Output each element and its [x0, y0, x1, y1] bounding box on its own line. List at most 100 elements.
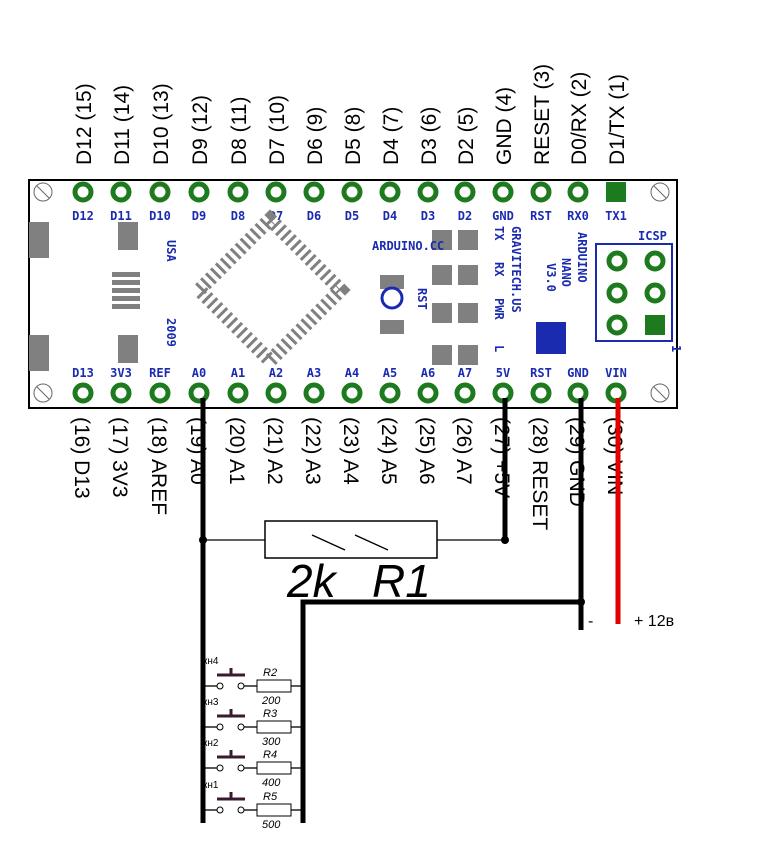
- pin-pad: [265, 382, 287, 404]
- mount-hole: [650, 383, 670, 403]
- top-pin-label: D3 (6): [418, 107, 441, 165]
- silk-maker: GRAVITECH.US: [509, 226, 523, 313]
- resistor: [256, 803, 292, 817]
- silk-bottom: A1: [231, 366, 245, 380]
- silk-usa: USA: [164, 240, 178, 262]
- resistor-name: R3: [263, 708, 278, 720]
- pin-pad: [341, 181, 363, 203]
- bottom-pin-label: (25) A6: [415, 417, 438, 485]
- resistor: [256, 679, 292, 693]
- smd-part: [458, 345, 478, 365]
- pin-pad: [530, 181, 552, 203]
- resistor-name: R2: [263, 667, 277, 679]
- pin-pad: [530, 382, 552, 404]
- bottom-pin-label: (24) A5: [377, 417, 400, 485]
- usb-pin: [112, 296, 140, 301]
- pin-pad: [227, 382, 249, 404]
- plus-12v-label: + 12в: [634, 613, 674, 630]
- usb-pin: [112, 280, 140, 285]
- silk-l: L: [492, 345, 506, 352]
- silk-top: D10: [149, 209, 171, 223]
- button-label: кн2: [203, 738, 219, 749]
- silk-top: GND: [492, 209, 514, 223]
- smd-part: [458, 303, 478, 323]
- bottom-pin-label: (23) A4: [339, 417, 362, 485]
- icsp-pad: [606, 282, 628, 304]
- pin-pad: [567, 181, 589, 203]
- silk-bottom: GND: [567, 366, 589, 380]
- silk-top: D6: [307, 209, 321, 223]
- mount-hole: [33, 383, 53, 403]
- silk-top: D11: [110, 209, 132, 223]
- top-pin-label: D0/RX (2): [568, 72, 591, 165]
- r1-value: 2k: [286, 555, 338, 607]
- bottom-pin-label: (16) D13: [70, 417, 93, 499]
- resistor-value: 300: [262, 736, 281, 748]
- top-pin-label: D9 (12): [189, 95, 212, 165]
- smd-part: [29, 222, 49, 258]
- silk-top: TX1: [605, 209, 627, 223]
- icsp-pad: [644, 282, 666, 304]
- r1-label: R1: [372, 555, 431, 607]
- pin-pad: [227, 181, 249, 203]
- pin-pad: [110, 181, 132, 203]
- pin-pad: [492, 181, 514, 203]
- button-label: кн3: [203, 697, 219, 708]
- silk-tx: TX: [492, 226, 506, 241]
- mcu-chip: [189, 209, 351, 371]
- pin-pad: [188, 382, 210, 404]
- silk-bottom: A3: [307, 366, 321, 380]
- bottom-pin-label: (18) AREF: [147, 417, 170, 515]
- pin-pad: [188, 181, 210, 203]
- pin-pad: [265, 181, 287, 203]
- bottom-pin-label: (26) A7: [452, 417, 475, 485]
- smd-part: [29, 335, 49, 371]
- pin-pad: [303, 181, 325, 203]
- pin-pad: [341, 382, 363, 404]
- bottom-pin-label: (30) VIN: [603, 417, 626, 495]
- top-pin-label: GND (4): [493, 87, 516, 165]
- icsp-pad: [606, 314, 628, 336]
- silk-year: 2009: [164, 318, 178, 347]
- bottom-pin-label: (27) +5V: [490, 417, 513, 498]
- reset-button: [380, 286, 404, 310]
- icsp-pad-square: [645, 315, 665, 335]
- board-outline: [28, 179, 678, 409]
- silk-top: D3: [421, 209, 435, 223]
- silk-bottom: A4: [345, 366, 359, 380]
- bottom-pin-label: (20) A1: [225, 417, 248, 485]
- resistor-value: 200: [261, 695, 281, 707]
- top-pin-label: D2 (5): [455, 107, 478, 165]
- pin-pad: [72, 382, 94, 404]
- mount-hole: [33, 182, 53, 202]
- silk-top: D5: [345, 209, 359, 223]
- button-label: кн4: [203, 656, 219, 667]
- silk-top: D12: [72, 209, 94, 223]
- silk-bottom: D13: [72, 366, 94, 380]
- resistor-r1: [264, 520, 438, 559]
- silk-ver: V3.0: [544, 263, 558, 292]
- usb-pin: [112, 304, 140, 309]
- smd-part: [432, 265, 452, 285]
- top-pin-label: D7 (10): [266, 95, 289, 165]
- bottom-pin-label: (19) A0: [186, 417, 209, 485]
- pin-pad: [72, 181, 94, 203]
- pin-pad-square: [606, 182, 626, 202]
- usb-pin: [112, 288, 140, 293]
- resistor-name: R4: [263, 749, 277, 761]
- top-pin-label: D10 (13): [150, 83, 173, 165]
- bottom-pin-label: (29) GND: [565, 417, 588, 507]
- silk-bottom: A7: [458, 366, 472, 380]
- top-pin-label: D1/TX (1): [606, 74, 629, 165]
- silk-top: D9: [192, 209, 206, 223]
- bottom-pin-label: (28) RESET: [528, 417, 551, 530]
- silk-bottom: VIN: [605, 366, 627, 380]
- pin-pad: [567, 382, 589, 404]
- silk-pwr: PWR: [492, 298, 506, 320]
- pin-pad: [417, 181, 439, 203]
